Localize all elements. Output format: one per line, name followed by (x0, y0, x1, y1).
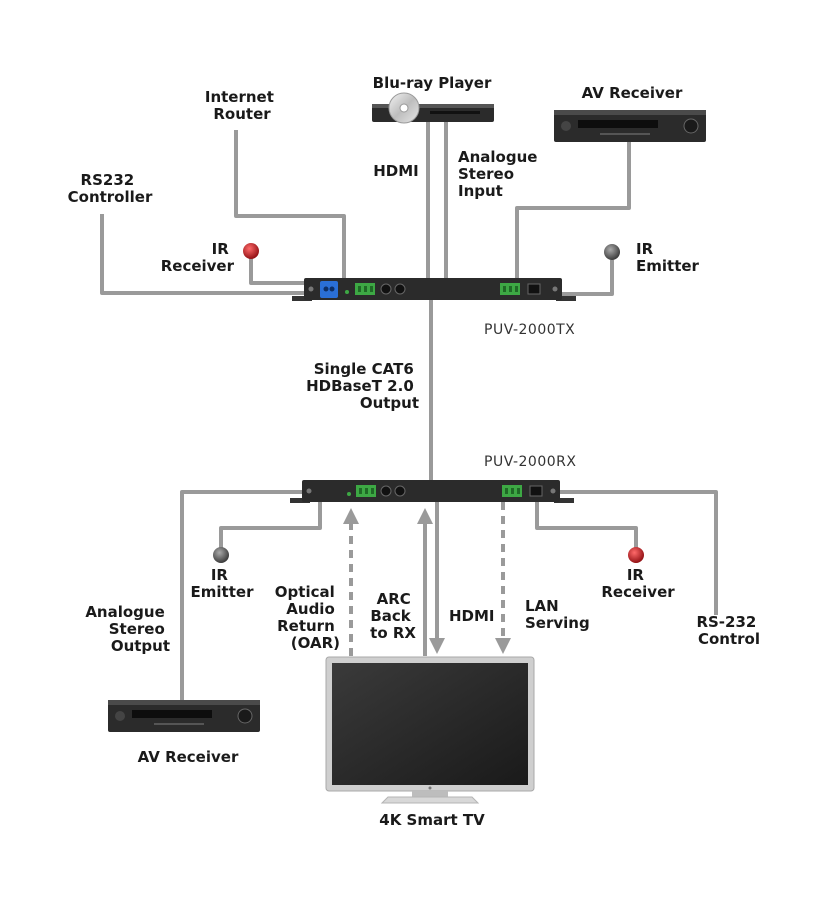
arrow-oar (343, 508, 359, 524)
label-arc: ARC Back to RX (370, 590, 416, 642)
extender-icon (290, 480, 574, 503)
label-oar: Optical Audio Return (OAR) (275, 583, 340, 652)
label-hdmi-top: HDMI (373, 162, 419, 180)
cable-ir-receiver-top (249, 258, 306, 285)
label-tx-model: PUV-2000TX (484, 322, 575, 338)
cable-ir-emitter-top (560, 260, 614, 296)
av-receiver-icon (108, 700, 260, 732)
cable-av-receiver-top (515, 140, 631, 280)
label-analogue-output: Analogue Stereo Output (85, 603, 170, 655)
bluray-player-icon (372, 92, 494, 124)
ir-receiver-icon (243, 243, 259, 259)
label-rx-model: PUV-2000RX (484, 454, 576, 470)
label-bluray: Blu-ray Player (373, 74, 492, 92)
label-ir-emitter-bottom: IR Emitter (191, 566, 255, 601)
label-analogue-input: Analogue Stereo Input (458, 148, 543, 200)
label-rs232-controller: RS232 Controller (68, 171, 153, 206)
ir-receiver-icon (628, 547, 644, 563)
label-rs232-control: RS-232 Control (696, 613, 761, 648)
label-lan: LAN Serving (525, 597, 590, 632)
label-internet-router: Internet Router (205, 88, 279, 123)
cable-ir-emitter-bottom (219, 502, 322, 550)
label-hdmi-bottom: HDMI (449, 607, 495, 625)
label-ir-receiver-bottom: IR Receiver (601, 566, 675, 601)
label-ir-receiver-top: IR Receiver (161, 240, 235, 275)
label-tv: 4K Smart TV (379, 811, 485, 829)
arrow-lan (495, 638, 511, 654)
cable-analogue-output (180, 490, 303, 700)
arrow-hdmi (429, 638, 445, 654)
extender-icon (292, 278, 576, 301)
tv-icon (325, 656, 535, 804)
av-receiver-icon (554, 110, 706, 142)
cables (100, 120, 718, 700)
cable-internet-router (234, 130, 346, 280)
labels: Blu-ray Player AV Receiver Internet Rout… (68, 74, 761, 829)
cable-ir-receiver-bottom (535, 502, 638, 550)
label-ir-emitter-top: IR Emitter (636, 240, 700, 275)
label-av-receiver-bottom: AV Receiver (138, 748, 239, 766)
arrow-arc (417, 508, 433, 524)
cable-rs232-controller (100, 214, 306, 295)
ir-emitter-icon (213, 547, 229, 563)
cable-rs232-control (560, 490, 718, 615)
label-av-receiver-top: AV Receiver (582, 84, 683, 102)
label-cat6: Single CAT6 HDBaseT 2.0 Output (306, 360, 419, 412)
ir-emitter-icon (604, 244, 620, 260)
